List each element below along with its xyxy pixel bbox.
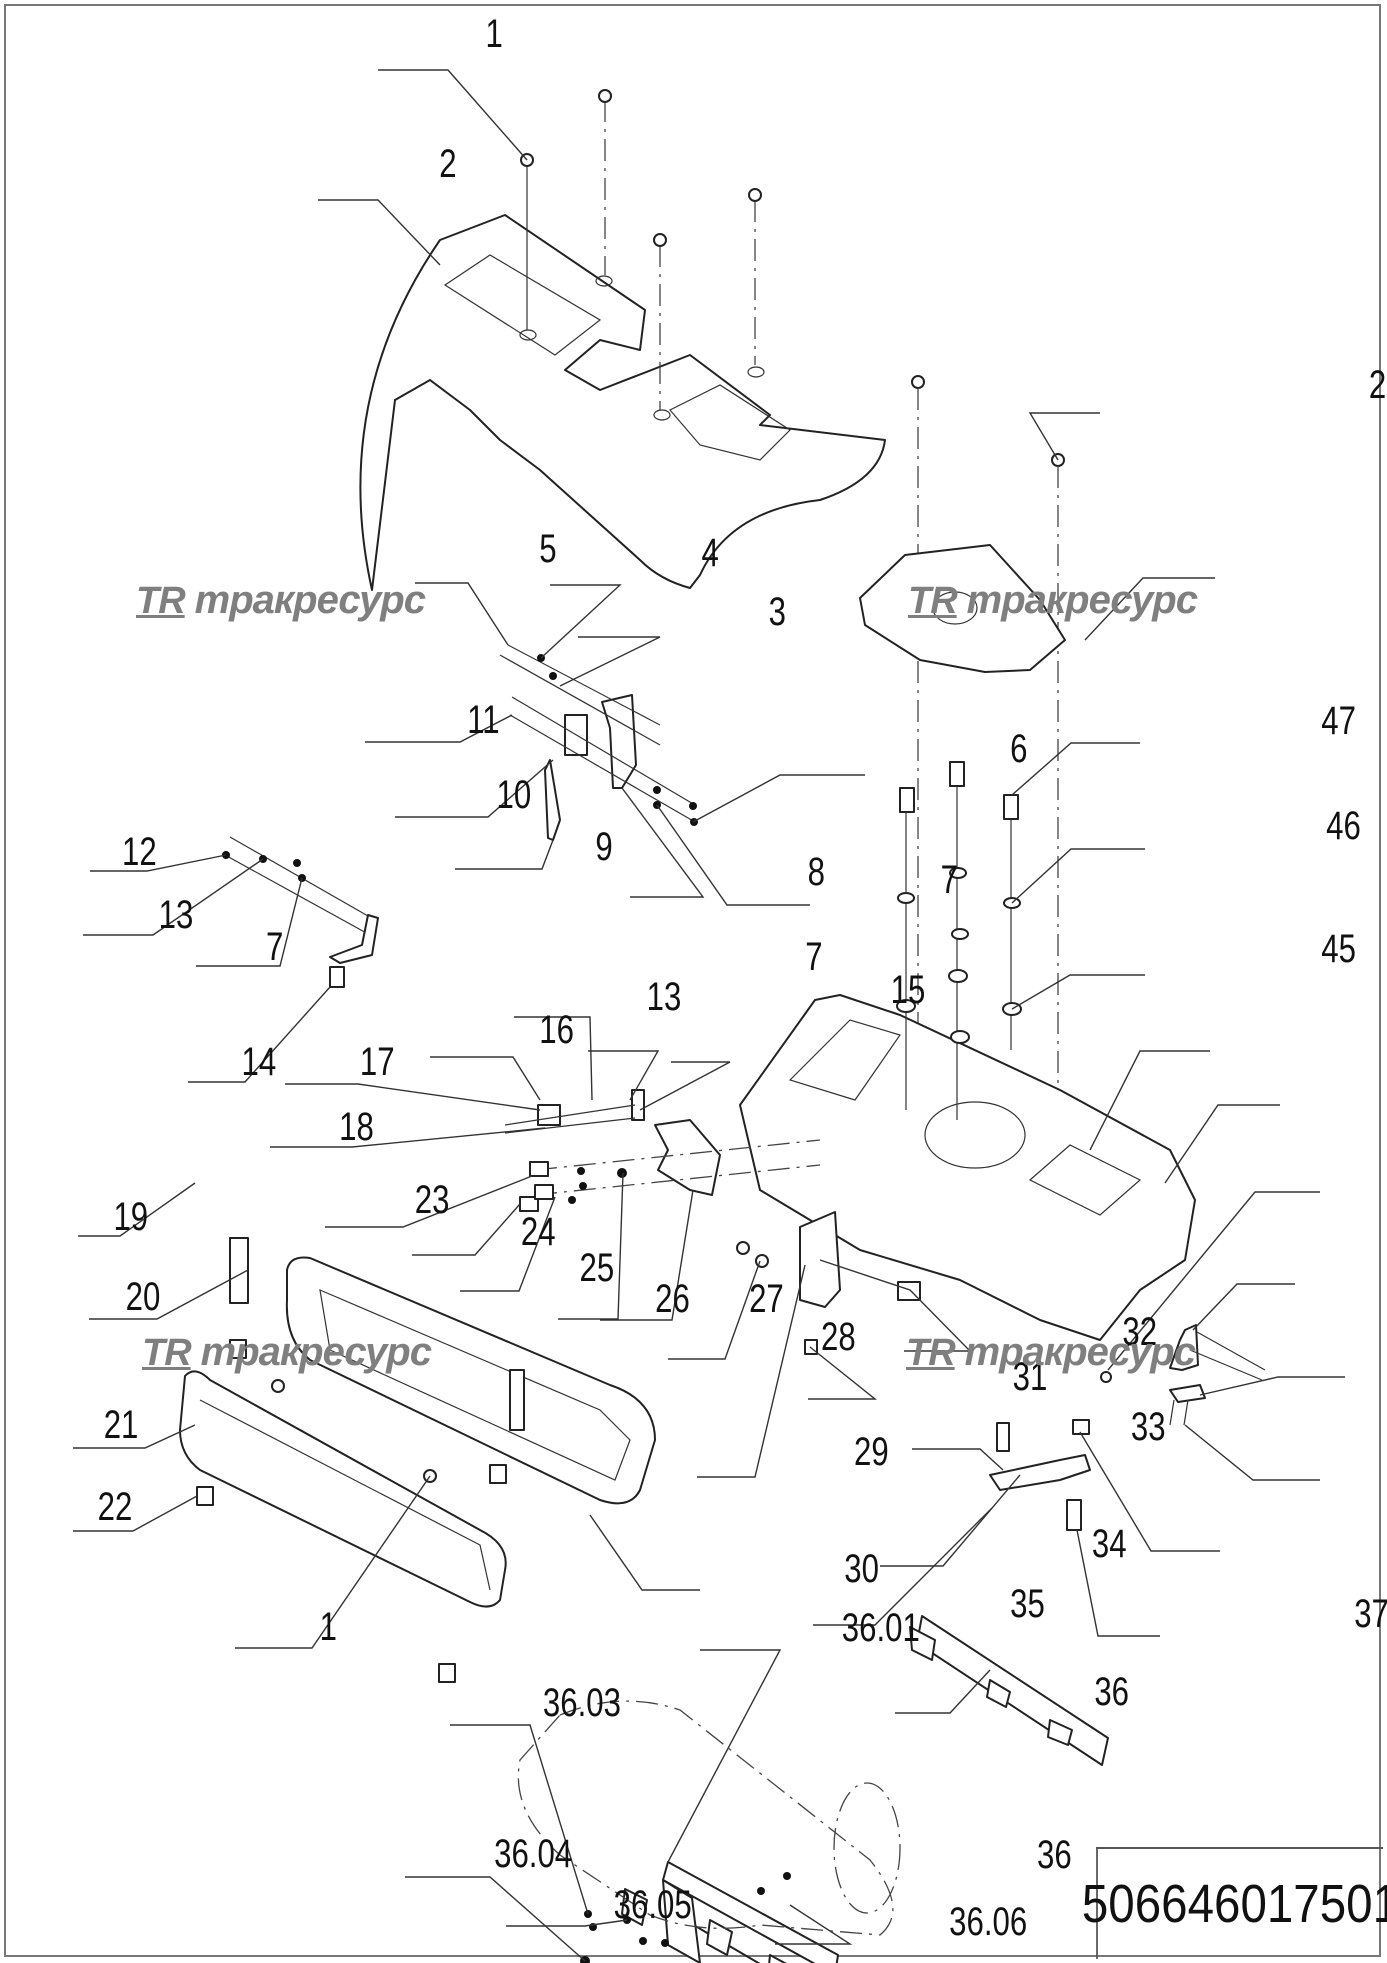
callout-13: 13 <box>159 892 194 937</box>
callout-1: 1 <box>486 11 503 56</box>
callout-37: 37 <box>1354 1591 1387 1636</box>
callout-14: 14 <box>242 1039 277 1084</box>
callout-11: 11 <box>467 697 499 742</box>
callout-36-06: 36.06 <box>949 1899 1027 1944</box>
callout-30: 30 <box>844 1546 879 1591</box>
callout-46: 46 <box>1326 803 1361 848</box>
callout-15: 15 <box>891 967 926 1012</box>
callout-7: 7 <box>805 934 822 979</box>
callout-12: 12 <box>122 829 157 874</box>
callout-27: 27 <box>749 1276 784 1321</box>
callout-19: 19 <box>113 1194 148 1239</box>
watermark-tr-icon: TR <box>906 1332 956 1374</box>
callout-23: 23 <box>415 1177 450 1222</box>
bracket-14-assembly <box>222 836 379 988</box>
part-bumper-21 <box>179 1237 525 1683</box>
part-rail-36 <box>909 1615 1109 1766</box>
callout-29: 29 <box>854 1429 889 1474</box>
callout-22: 22 <box>98 1484 133 1529</box>
watermark-text: тракресурс <box>964 1330 1196 1374</box>
callout-7: 7 <box>266 924 283 969</box>
sensor-assembly-15-18 <box>504 1089 645 1134</box>
callout-8: 8 <box>808 849 825 894</box>
callout-34: 34 <box>1092 1521 1127 1566</box>
part-rail-36-detail <box>580 1861 839 1963</box>
callout-13: 13 <box>647 974 682 1019</box>
callout-36: 36 <box>1094 1669 1129 1714</box>
callout-10: 10 <box>497 772 532 817</box>
callout-2: 2 <box>439 141 456 186</box>
callout-28: 28 <box>1369 362 1387 407</box>
callout-36-04: 36.04 <box>494 1831 572 1876</box>
callout-18: 18 <box>339 1104 374 1149</box>
callout-3: 3 <box>769 589 786 634</box>
watermark-text: тракресурс <box>194 578 426 622</box>
part-bracket-27 <box>519 1119 821 1212</box>
callout-21: 21 <box>104 1402 139 1447</box>
watermark-text: тракресурс <box>200 1330 432 1374</box>
callout-28: 28 <box>821 1314 856 1359</box>
part-plate-29 <box>736 1211 921 1355</box>
detail-circle-36 <box>833 1782 901 1914</box>
callout-26: 26 <box>655 1276 690 1321</box>
callout-labels: 1 2 28 48 5 4 3 11 10 6 47 9 8 7 46 12 1… <box>98 11 1387 1944</box>
switch-bracket-assembly <box>499 644 698 841</box>
callout-36-detail: 36 <box>1037 1832 1072 1877</box>
part-frame-44 <box>739 994 1196 1341</box>
detail-boundary-36 <box>517 1700 894 1936</box>
callout-45: 45 <box>1321 926 1356 971</box>
part-top-cover <box>359 214 886 591</box>
callout-36-01: 36.01 <box>842 1605 920 1650</box>
part-front-panel-30 <box>285 1256 656 1505</box>
callout-16: 16 <box>539 1007 574 1052</box>
watermark-tr-icon: TR <box>136 580 186 622</box>
leader-lines <box>73 69 1345 1962</box>
callout-5: 5 <box>539 526 556 571</box>
part-cover-48 <box>859 544 1066 673</box>
callout-9: 9 <box>595 824 612 869</box>
document-number: 506646017501 <box>1082 1847 1387 1959</box>
callout-36-03: 36.03 <box>543 1680 621 1725</box>
callout-36-05: 36.05 <box>614 1882 692 1927</box>
callout-35: 35 <box>1010 1581 1045 1626</box>
watermark-text: тракресурс <box>966 578 1198 622</box>
callout-7: 7 <box>941 857 958 902</box>
callout-6: 6 <box>1010 726 1027 771</box>
callout-1: 1 <box>320 1604 337 1649</box>
callout-25: 25 <box>580 1245 615 1290</box>
callout-24: 24 <box>521 1209 556 1254</box>
watermark-tr-icon: TR <box>142 1332 192 1374</box>
callout-4: 4 <box>702 530 719 575</box>
watermark-tr-icon: TR <box>908 580 958 622</box>
callout-32: 32 <box>1122 1309 1157 1354</box>
callout-31: 31 <box>1013 1354 1048 1399</box>
callout-20: 20 <box>126 1274 161 1319</box>
screws-top <box>520 89 1065 1120</box>
callout-33: 33 <box>1131 1404 1166 1449</box>
callout-17: 17 <box>360 1039 395 1084</box>
callout-47: 47 <box>1321 698 1356 743</box>
